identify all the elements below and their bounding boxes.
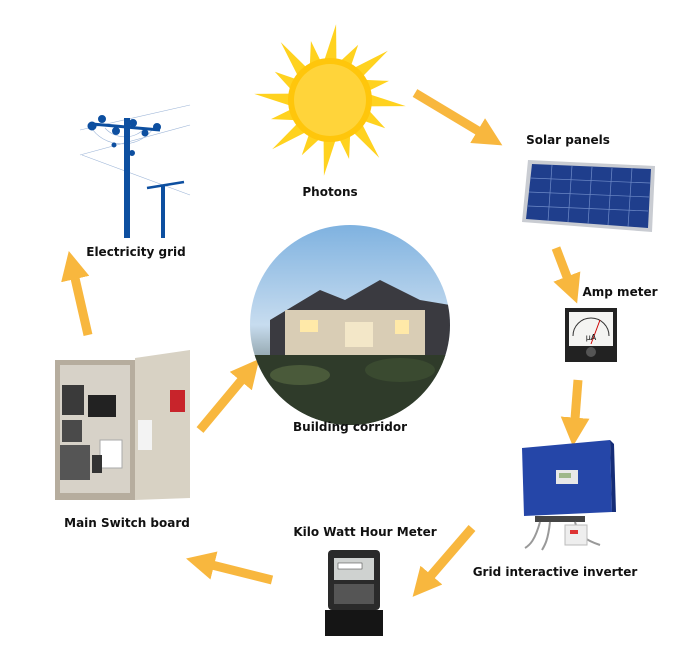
arrow-panels-to-ampmeter bbox=[551, 246, 581, 304]
arrow-kwh-to-switchboard bbox=[186, 551, 274, 585]
sun-ray bbox=[280, 42, 309, 79]
switch-board-image bbox=[55, 350, 190, 500]
amp-meter-unit: μA bbox=[586, 333, 597, 342]
arrow-switchboard-to-building bbox=[196, 358, 260, 433]
arrow-inverter-to-kwh bbox=[412, 525, 476, 597]
arrow-sun-to-panels bbox=[412, 89, 503, 146]
sun-ray bbox=[272, 121, 309, 150]
solar-panel-image bbox=[522, 160, 655, 232]
arrow-switchboard-to-grid bbox=[61, 250, 93, 337]
building-photo bbox=[250, 225, 450, 425]
solar-panels-label: Solar panels bbox=[526, 133, 610, 147]
sun-ray bbox=[367, 93, 406, 107]
photons-label: Photons bbox=[302, 185, 358, 199]
arrow-ampmeter-to-inverter bbox=[560, 379, 590, 447]
sun-ray bbox=[254, 93, 293, 107]
electricity-pole-icon bbox=[79, 104, 191, 238]
inverter-image bbox=[522, 440, 616, 551]
sun-ray bbox=[323, 137, 337, 176]
kwh-meter-image bbox=[325, 550, 383, 636]
electricity-grid-label: Electricity grid bbox=[86, 245, 186, 259]
sun-ray bbox=[351, 50, 388, 79]
switch-board-label: Main Switch board bbox=[64, 516, 190, 530]
sun-icon bbox=[254, 24, 406, 176]
amp-meter-label: Amp meter bbox=[582, 285, 658, 299]
inverter-label: Grid interactive inverter bbox=[472, 565, 638, 579]
sun-ray bbox=[351, 121, 380, 158]
building-corridor-label: Building corridor bbox=[293, 420, 407, 434]
amp-meter-image: μA bbox=[565, 308, 617, 362]
sun-ray bbox=[323, 24, 337, 63]
kwh-meter-label: Kilo Watt Hour Meter bbox=[293, 525, 437, 539]
